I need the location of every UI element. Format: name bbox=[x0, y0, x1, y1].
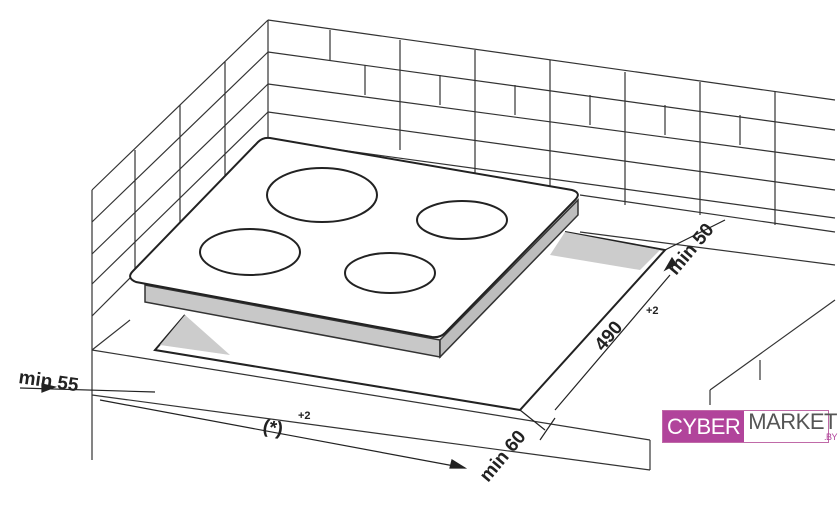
cutout-shadow-back bbox=[550, 232, 660, 270]
logo-part1: CYBER bbox=[663, 411, 745, 442]
burner-back-left bbox=[266, 167, 378, 223]
depth-label: 490 bbox=[591, 317, 627, 355]
logo-part2-wrap: MARKET.BY bbox=[744, 411, 840, 442]
cutout-shadow bbox=[160, 315, 230, 355]
burners bbox=[199, 167, 508, 294]
cybermarket-logo: CYBER MARKET.BY bbox=[662, 410, 837, 443]
burner-front-left bbox=[199, 228, 301, 276]
width-label: (*) bbox=[261, 416, 284, 440]
burner-back-right bbox=[416, 200, 508, 240]
min-55-label: min 55 bbox=[17, 367, 80, 396]
depth-tolerance-label: +2 bbox=[646, 305, 659, 317]
burner-front-right bbox=[344, 252, 436, 294]
hob-glass-top bbox=[129, 136, 579, 339]
width-tolerance-label: +2 bbox=[298, 410, 311, 422]
dimension-lines bbox=[19, 219, 726, 469]
logo-suffix: .BY bbox=[823, 432, 838, 442]
hob-side-right bbox=[439, 198, 579, 359]
logo-part2: MARKET bbox=[748, 409, 837, 434]
min-60-label: min 60 bbox=[476, 427, 531, 487]
